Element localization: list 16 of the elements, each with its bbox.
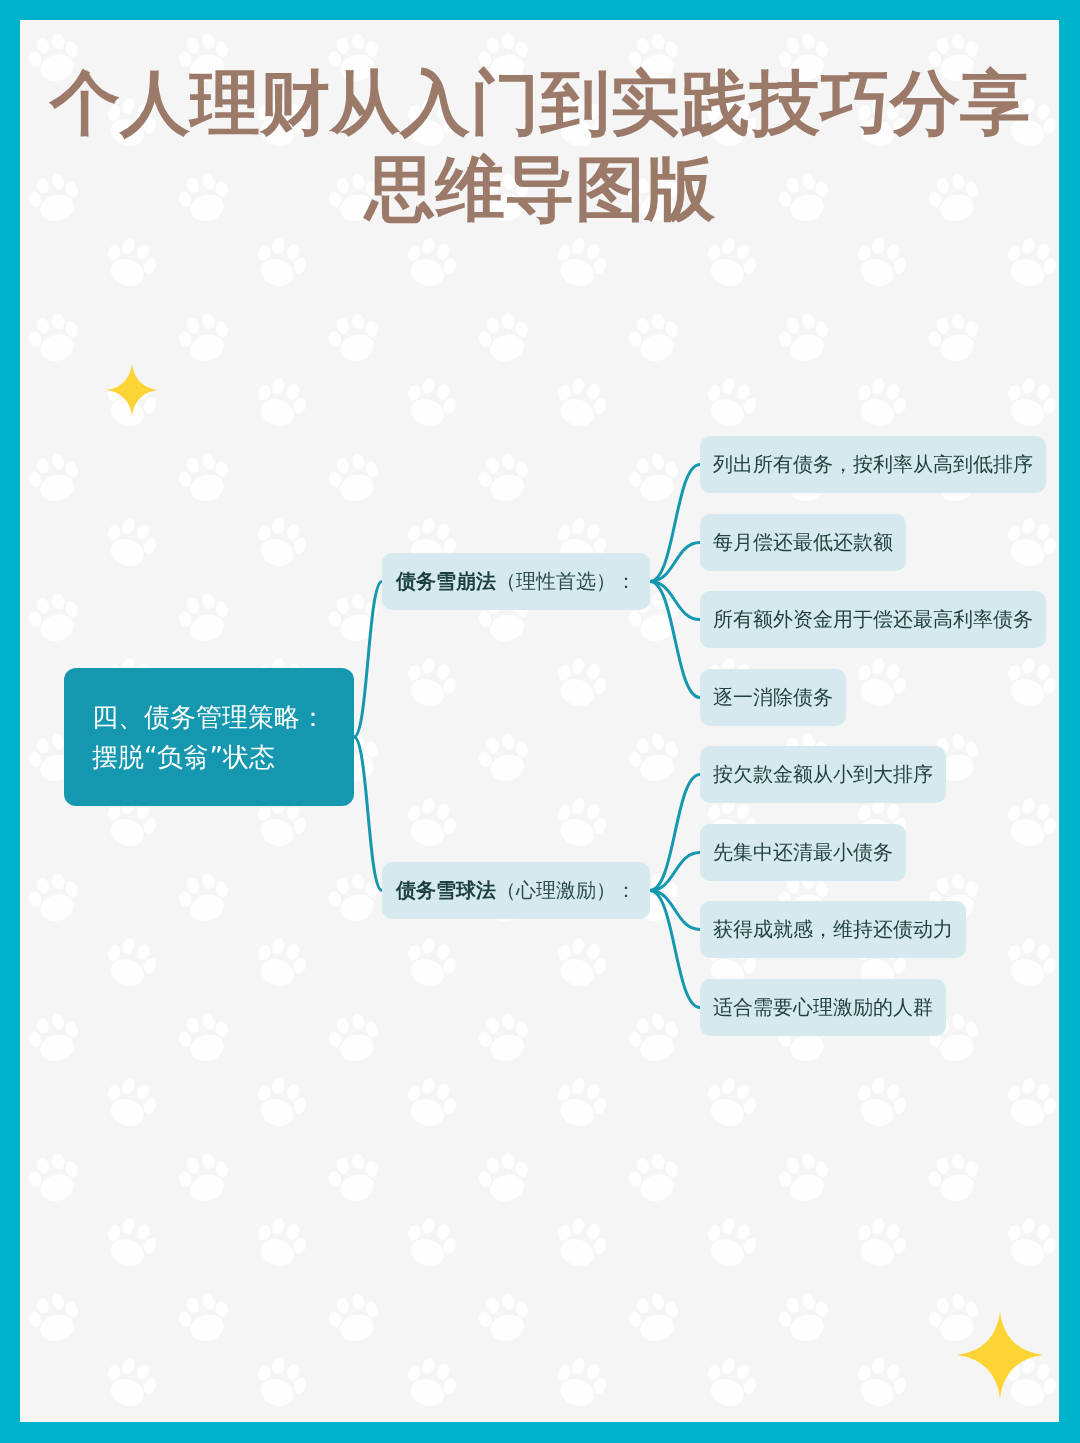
connector-line bbox=[648, 580, 702, 699]
title-text: 个人理财从入门到实践技巧分享思维导图版 bbox=[48, 61, 1031, 232]
branch-topic: 债务雪球法（心理激励）： bbox=[382, 862, 650, 919]
central-topic: 四、债务管理策略：摆脱“负翁”状态 bbox=[64, 668, 354, 806]
subtopic-card: 适合需要心理激励的人群 bbox=[700, 979, 946, 1036]
subtopic-card: 按欠款金额从小到大排序 bbox=[700, 746, 946, 803]
connector-line bbox=[352, 735, 384, 892]
subtopic-card: 列出所有债务，按利率从高到低排序 bbox=[700, 436, 1046, 493]
subtopic-card: 逐一消除债务 bbox=[700, 669, 846, 726]
subtopic-card: 获得成就感，维持还债动力 bbox=[700, 901, 966, 958]
branch-topic: 债务雪崩法（理性首选）： bbox=[382, 553, 650, 610]
subtopic-card: 每月偿还最低还款额 bbox=[700, 514, 906, 571]
connector-line bbox=[352, 580, 384, 739]
connector-line bbox=[648, 889, 702, 1009]
subtopic-card: 所有额外资金用于偿还最高利率债务 bbox=[700, 591, 1046, 648]
subtopic-card: 先集中还清最小债务 bbox=[700, 824, 906, 881]
